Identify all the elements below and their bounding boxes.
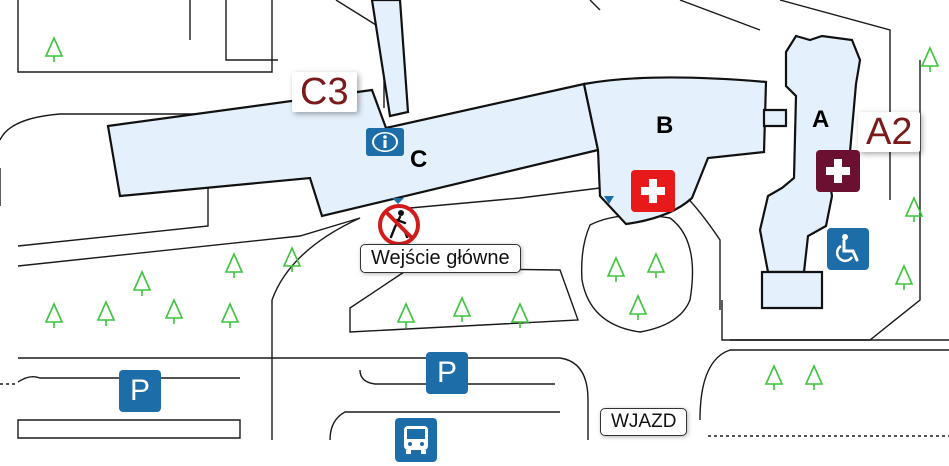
tree-icon — [452, 296, 472, 322]
connector-a-b — [762, 108, 788, 128]
corridor-c-north — [370, 0, 410, 118]
tree-icon — [628, 294, 648, 320]
tree-icon — [804, 364, 824, 390]
wheelchair-icon[interactable] — [827, 228, 869, 270]
tree-icon — [894, 264, 914, 290]
tree-icon — [904, 196, 924, 222]
trees — [44, 36, 940, 390]
first-aid-glyph — [641, 179, 665, 203]
tree-icon — [764, 364, 784, 390]
building-b — [582, 76, 768, 226]
parking-sign-center[interactable]: P — [426, 352, 468, 394]
bus-icon[interactable] — [395, 418, 437, 462]
tree-icon — [646, 252, 666, 278]
no-pedestrian-glyph — [378, 204, 420, 246]
building-label-c: C — [410, 146, 428, 173]
buildings — [106, 0, 862, 310]
first-aid-cross-icon[interactable] — [631, 170, 675, 212]
no-pedestrian-icon — [377, 203, 421, 247]
bus-glyph — [404, 426, 428, 454]
road-outlines — [0, 0, 949, 441]
tree-icon — [44, 36, 64, 62]
tree-icon — [44, 302, 64, 328]
tree-icon — [164, 298, 184, 324]
tree-icon — [510, 302, 530, 328]
wheelchair-glyph — [835, 234, 859, 263]
building-label-b: B — [656, 112, 674, 139]
tree-icon — [132, 270, 152, 296]
info-icon-glyph — [372, 132, 398, 152]
driveway-label[interactable]: WJAZD — [600, 408, 688, 436]
tree-icon — [96, 300, 116, 326]
main-entrance-label[interactable]: Wejście główne — [360, 244, 521, 273]
info-icon[interactable] — [366, 128, 404, 156]
building-label-a: A — [812, 106, 830, 133]
medical-cross-icon[interactable] — [816, 150, 860, 192]
building-a — [758, 34, 862, 274]
parking-sign-left[interactable]: P — [119, 370, 161, 412]
tree-icon — [282, 246, 302, 272]
tree-icon — [920, 46, 940, 72]
tree-icon — [396, 302, 416, 328]
annex-a — [760, 270, 824, 310]
tree-icon — [606, 256, 626, 282]
medical-cross-glyph — [826, 159, 850, 183]
tree-icon — [224, 252, 244, 278]
entrance-marker — [392, 198, 404, 204]
entrance-marker — [604, 196, 614, 204]
entrance-code-c3[interactable]: C3 — [292, 72, 357, 112]
tree-icon — [220, 302, 240, 328]
entrance-code-a2[interactable]: A2 — [858, 112, 921, 152]
